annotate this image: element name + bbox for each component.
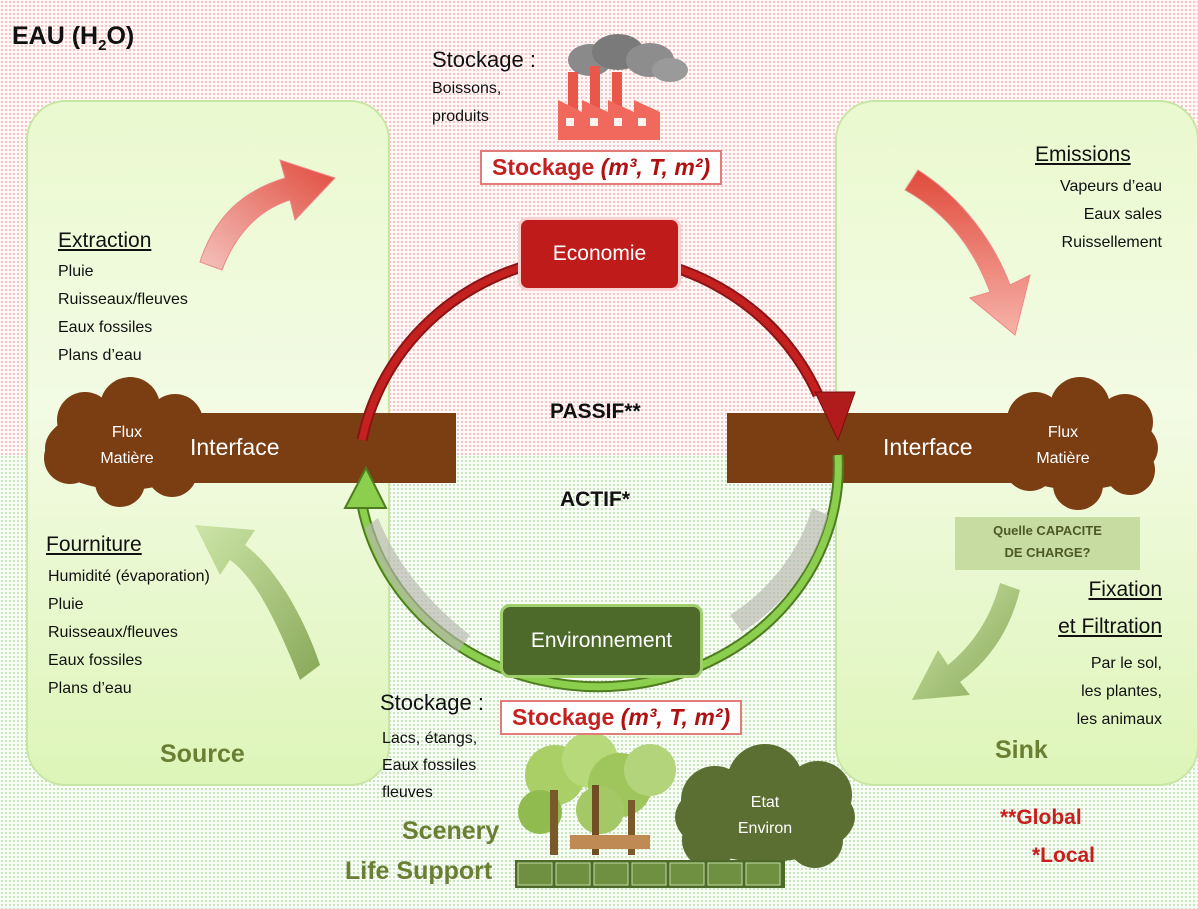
source-label: Source (160, 740, 245, 768)
extraction-item: Eaux fossiles (58, 319, 153, 336)
bottom-storage-title: Stockage : (380, 690, 484, 715)
bottom-storage-item: Lacs, étangs, (382, 730, 478, 747)
top-storage-item: Boissons, (432, 80, 502, 97)
left-flux-cloud (44, 377, 205, 507)
right-interface-label: Interface (883, 434, 973, 460)
legend-local: *Local (1032, 844, 1096, 867)
scenery-label: Scenery (402, 817, 500, 845)
fixation-item: Par le sol, (1090, 655, 1162, 672)
emissions-arrow (904, 169, 1031, 336)
top-storage-title: Stockage : (432, 47, 536, 72)
fixation-arrow (912, 583, 1020, 700)
fourniture-item: Humidité (évaporation) (48, 568, 210, 585)
fixation-item: les plantes, (1081, 683, 1162, 700)
bottom-storage-item: fleuves (382, 784, 433, 801)
modification-band-right (730, 508, 828, 632)
life-support-bar (515, 860, 785, 888)
etat-environ-cloud (675, 744, 855, 868)
environnement-node: Environnement (500, 604, 703, 678)
stockage-label-top: Stockage (m³, T, m²) (480, 150, 723, 185)
fourniture-arrow (195, 525, 320, 680)
emissions-item: Vapeurs d’eau (1060, 178, 1162, 195)
extraction-arrow (199, 159, 336, 271)
economie-node: Economie (518, 217, 681, 291)
bottom-storage-item: Eaux fossiles (382, 757, 477, 774)
fourniture-heading: Fourniture (46, 533, 142, 556)
extraction-heading: Extraction (58, 229, 152, 252)
emissions-heading: Emissions (1035, 143, 1131, 166)
page-title: EAU (H2O) (12, 22, 135, 54)
fourniture-item: Plans d’eau (48, 680, 132, 697)
extraction-item: Pluie (58, 263, 94, 280)
fourniture-item: Pluie (48, 596, 84, 613)
filtration-heading: et Filtration (1058, 615, 1162, 638)
extraction-item: Plans d’eau (58, 347, 142, 364)
passif-label: PASSIF** (550, 400, 641, 423)
left-interface-label: Interface (190, 434, 280, 460)
life-support-label: Life Support (345, 857, 493, 885)
fixation-heading: Fixation (1088, 578, 1162, 601)
top-storage-item: produits (432, 108, 489, 125)
stockage-label-bottom: Stockage (m³, T, m²) (500, 700, 743, 735)
extraction-item: Ruisseaux/fleuves (58, 291, 188, 308)
emissions-item: Eaux sales (1083, 206, 1162, 223)
emissions-item: Ruissellement (1061, 234, 1162, 251)
fourniture-item: Eaux fossiles (48, 652, 143, 669)
legend-global: **Global (1000, 806, 1082, 829)
trees-icon (518, 732, 676, 855)
right-flux-cloud (998, 377, 1158, 510)
fixation-item: les animaux (1076, 711, 1162, 728)
fourniture-item: Ruisseaux/fleuves (48, 624, 178, 641)
actif-label: ACTIF* (560, 488, 630, 511)
modification-band-left (365, 518, 470, 652)
factory-icon (558, 34, 688, 140)
sink-label: Sink (995, 736, 1048, 764)
